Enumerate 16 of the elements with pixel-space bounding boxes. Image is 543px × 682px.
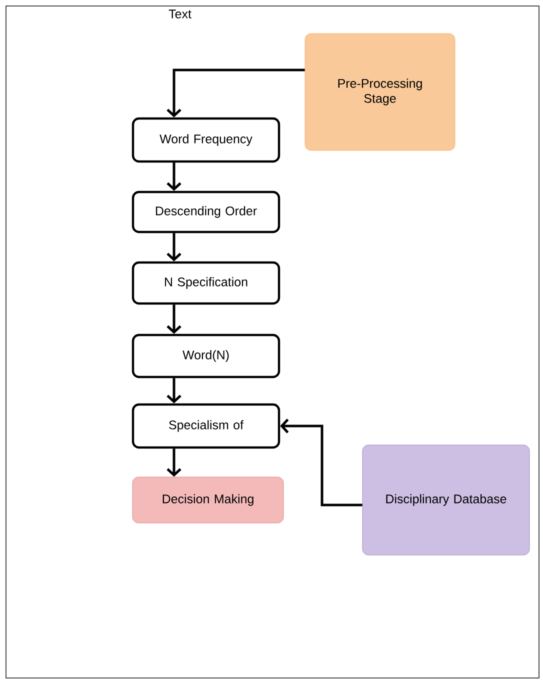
arrow	[166, 162, 182, 191]
arrow	[166, 68, 305, 118]
process-box: Specialism of	[132, 403, 280, 449]
arrow	[280, 418, 362, 506]
process-box: Word Frequency	[132, 117, 280, 163]
database-box: Disciplinary Database	[362, 444, 530, 556]
process-box: Descending Order	[132, 190, 280, 234]
stage-box: Pre-Processing Stage	[304, 33, 456, 151]
arrow	[166, 304, 182, 334]
decision-box: Decision Making	[132, 476, 284, 524]
arrow	[166, 448, 182, 477]
arrow	[166, 378, 182, 404]
process-box: Word(N)	[132, 334, 280, 378]
edge-label: Text	[168, 10, 192, 18]
process-box: N Specification	[132, 261, 280, 305]
arrow	[166, 233, 182, 262]
